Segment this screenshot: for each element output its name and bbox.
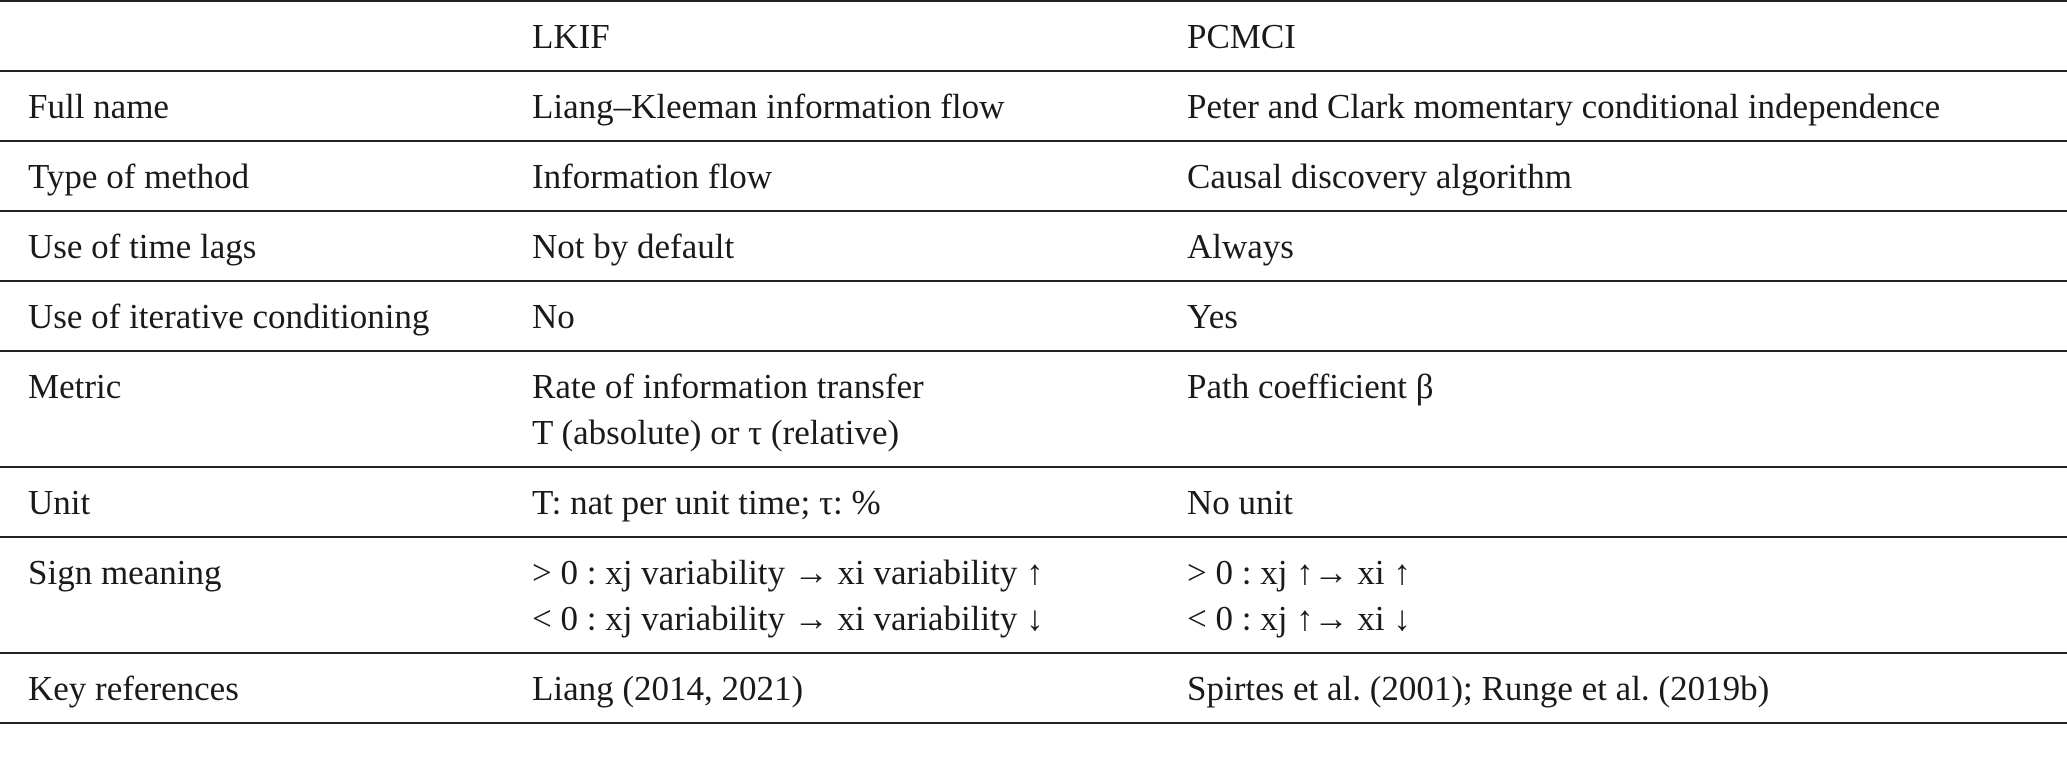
cell-line: Not by default: [532, 227, 735, 266]
row-label: Full name: [0, 70, 504, 141]
cell-line: > 0 : xj variability → xi variability ↑: [532, 553, 1044, 592]
header-empty-cell: [0, 0, 504, 71]
cell-line: No unit: [1187, 483, 1293, 522]
cell-line: No: [532, 297, 575, 336]
pcmci-cell: > 0 : xj ↑→ xi ↑ < 0 : xj ↑→ xi ↓: [1168, 536, 2067, 653]
table-row: Full name Liang–Kleeman information flow…: [0, 70, 2067, 141]
row-label: Type of method: [0, 140, 504, 211]
pcmci-cell: Causal discovery algorithm: [1168, 140, 2067, 211]
row-label: Use of iterative conditioning: [0, 280, 504, 351]
table-row: Unit T: nat per unit time; τ: % No unit: [0, 466, 2067, 537]
cell-line: Yes: [1187, 297, 1238, 336]
table-row: Type of method Information flow Causal d…: [0, 140, 2067, 211]
pcmci-cell: Spirtes et al. (2001); Runge et al. (201…: [1168, 652, 2067, 724]
cell-line: T (absolute) or τ (relative): [532, 413, 900, 452]
cell-line: > 0 : xj ↑→ xi ↑: [1187, 553, 1411, 592]
cell-line: Always: [1187, 227, 1294, 266]
cell-line: T: nat per unit time; τ: %: [532, 483, 881, 522]
lkif-cell: > 0 : xj variability → xi variability ↑ …: [504, 536, 1168, 653]
lkif-cell: T: nat per unit time; τ: %: [504, 466, 1168, 537]
cell-line: Liang–Kleeman information flow: [532, 87, 1005, 126]
table-row: Sign meaning > 0 : xj variability → xi v…: [0, 536, 2067, 653]
cell-line: Causal discovery algorithm: [1187, 157, 1572, 196]
table-row: Use of iterative conditioning No Yes: [0, 280, 2067, 351]
header-lkif: LKIF: [504, 0, 1168, 71]
row-label: Unit: [0, 466, 504, 537]
pcmci-cell: Peter and Clark momentary conditional in…: [1168, 70, 2067, 141]
pcmci-cell: Yes: [1168, 280, 2067, 351]
lkif-cell: Not by default: [504, 210, 1168, 281]
cell-line: Peter and Clark momentary conditional in…: [1187, 87, 1941, 126]
cell-line: Path coefficient β: [1187, 367, 1434, 406]
cell-line: Spirtes et al. (2001); Runge et al. (201…: [1187, 669, 1770, 708]
table-header-row: LKIF PCMCI: [0, 0, 2067, 71]
table-row: Metric Rate of information transfer T (a…: [0, 350, 2067, 467]
cell-line: < 0 : xj ↑→ xi ↓: [1187, 599, 1411, 638]
lkif-cell: Information flow: [504, 140, 1168, 211]
table-row: Key references Liang (2014, 2021) Spirte…: [0, 652, 2067, 724]
pcmci-cell: Always: [1168, 210, 2067, 281]
lkif-cell: Liang (2014, 2021): [504, 652, 1168, 724]
pcmci-cell: Path coefficient β: [1168, 350, 2067, 467]
cell-line: < 0 : xj variability → xi variability ↓: [532, 599, 1044, 638]
header-pcmci: PCMCI: [1168, 0, 2067, 71]
lkif-cell: Liang–Kleeman information flow: [504, 70, 1168, 141]
cell-line: Information flow: [532, 157, 773, 196]
table-row: Use of time lags Not by default Always: [0, 210, 2067, 281]
pcmci-cell: No unit: [1168, 466, 2067, 537]
row-label: Metric: [0, 350, 504, 467]
lkif-cell: No: [504, 280, 1168, 351]
row-label: Key references: [0, 652, 504, 724]
row-label: Use of time lags: [0, 210, 504, 281]
lkif-cell: Rate of information transfer T (absolute…: [504, 350, 1168, 467]
row-label: Sign meaning: [0, 536, 504, 653]
cell-line: Liang (2014, 2021): [532, 669, 804, 708]
cell-line: Rate of information transfer: [532, 367, 924, 406]
comparison-table: LKIF PCMCI Full name Liang–Kleeman infor…: [0, 0, 2067, 724]
